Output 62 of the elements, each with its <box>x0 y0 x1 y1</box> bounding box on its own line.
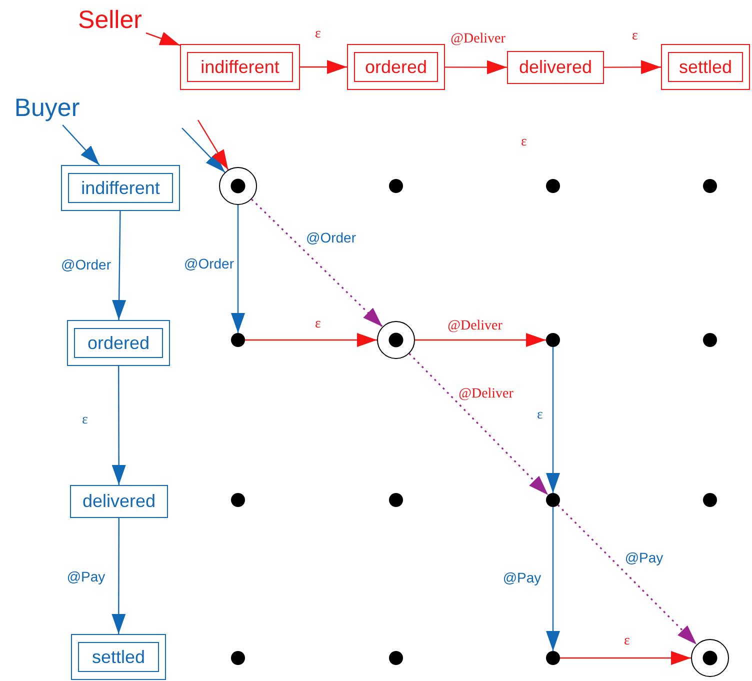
arrow <box>182 128 226 173</box>
edge-label: @Deliver <box>446 318 504 334</box>
dotted-arrow <box>557 504 698 646</box>
state-box <box>180 44 300 90</box>
edge-label: @Order <box>183 256 235 272</box>
state-box <box>61 165 180 211</box>
state-dot <box>546 333 560 347</box>
state-box <box>70 485 168 518</box>
state-name: delivered <box>82 491 156 512</box>
state-name: indifferent <box>187 52 293 82</box>
arrow <box>604 60 661 74</box>
state-dot <box>389 179 403 193</box>
arrow <box>197 120 229 170</box>
edge-label: @Pay <box>66 569 106 585</box>
edge-label: @Pay <box>502 570 542 586</box>
state-box <box>71 634 166 680</box>
state-dot <box>546 493 560 507</box>
arrow <box>112 518 126 634</box>
state-name: ordered <box>354 52 438 82</box>
state-dot <box>389 651 403 665</box>
ringed-state-dot <box>219 167 257 205</box>
state-dot <box>389 493 403 507</box>
state-box <box>67 320 170 366</box>
state-box <box>347 44 445 90</box>
state-dot <box>546 179 560 193</box>
state-name: delivered <box>518 57 592 78</box>
state-name: ordered <box>74 328 163 358</box>
state-dot <box>703 333 717 347</box>
ringed-state-dot <box>377 321 415 359</box>
state-dot <box>231 493 245 507</box>
arrow <box>146 32 180 46</box>
state-name: settled <box>78 642 159 672</box>
state-box <box>507 51 604 84</box>
state-name: settled <box>668 52 743 82</box>
edge-label: @Order <box>60 257 112 273</box>
state-dot <box>231 333 245 347</box>
arrow <box>62 124 100 166</box>
arrow <box>445 60 507 74</box>
dotted-arrow <box>251 198 383 328</box>
dotted-arrow <box>408 353 549 496</box>
arrow <box>112 211 126 320</box>
role-label: Buyer <box>10 91 84 125</box>
arrow <box>415 333 546 347</box>
arrow <box>112 366 126 485</box>
role-label: Seller <box>74 4 146 36</box>
arrow <box>546 507 560 651</box>
edge-label: @Order <box>305 230 357 246</box>
arrow <box>245 333 377 347</box>
state-dot <box>231 651 245 665</box>
state-box <box>661 44 750 90</box>
ringed-state-dot <box>691 639 729 677</box>
state-dot <box>703 179 717 193</box>
edge-label: @Pay <box>624 550 664 566</box>
state-dot <box>546 651 560 665</box>
edge-label: @Deliver <box>450 31 506 47</box>
state-dot <box>703 493 717 507</box>
arrow <box>546 347 560 493</box>
arrow <box>300 60 347 74</box>
edge-label: @Deliver <box>458 386 514 402</box>
state-name: indifferent <box>68 173 173 203</box>
arrow <box>560 651 691 665</box>
arrow <box>231 205 245 333</box>
